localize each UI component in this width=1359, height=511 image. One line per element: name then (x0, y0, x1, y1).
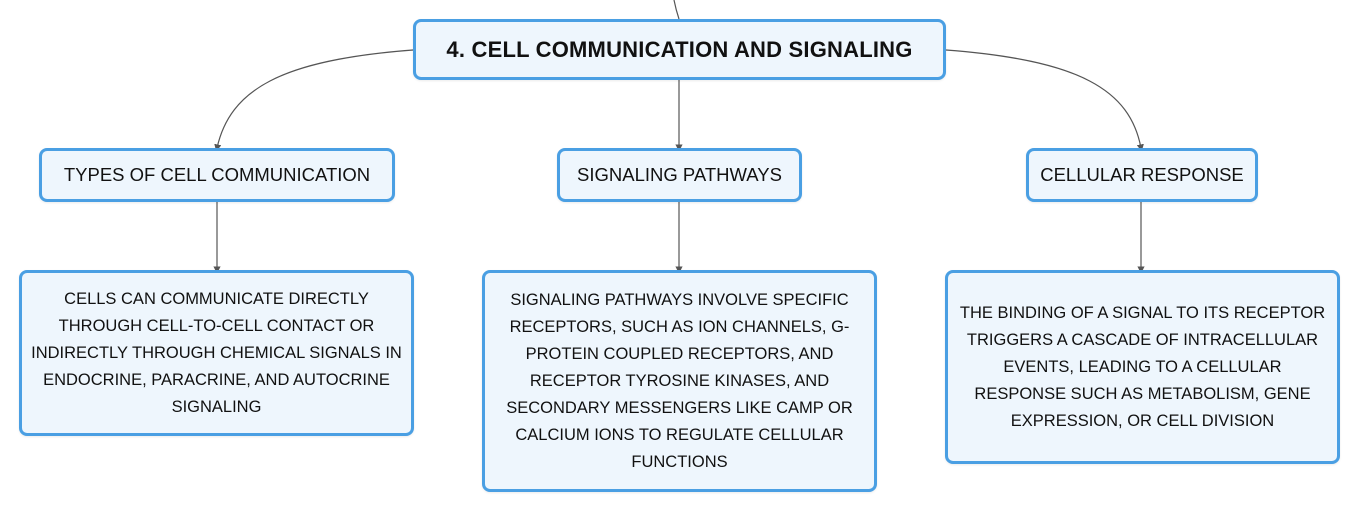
detail-signaling-pathways[interactable]: SIGNALING PATHWAYS INVOLVE SPECIFIC RECE… (482, 270, 877, 492)
root-topic-node[interactable]: 4. CELL COMMUNICATION AND SIGNALING (413, 19, 946, 80)
branch-cellular-response[interactable]: CELLULAR RESPONSE (1026, 148, 1258, 202)
connector-root-to-types (214, 49, 414, 152)
detail-text: SIGNALING PATHWAYS INVOLVE SPECIFIC RECE… (506, 290, 853, 471)
branch-label: CELLULAR RESPONSE (1040, 164, 1244, 185)
branch-signaling-pathways[interactable]: SIGNALING PATHWAYS (557, 148, 802, 202)
branch-types-of-cell-communication[interactable]: TYPES OF CELL COMMUNICATION (39, 148, 395, 202)
root-topic-label: 4. CELL COMMUNICATION AND SIGNALING (446, 36, 913, 62)
connector-root-to-response (945, 49, 1144, 152)
detail-text: CELLS CAN COMMUNICATE DIRECTLY THROUGH C… (31, 289, 402, 416)
detail-text: THE BINDING OF A SIGNAL TO ITS RECEPTOR … (959, 303, 1326, 430)
connector-from-parent (673, 0, 680, 20)
branch-label: TYPES OF CELL COMMUNICATION (63, 164, 371, 185)
branch-label: SIGNALING PATHWAYS (577, 164, 782, 185)
detail-cellular-response[interactable]: THE BINDING OF A SIGNAL TO ITS RECEPTOR … (945, 270, 1340, 464)
detail-types-of-cell-communication[interactable]: CELLS CAN COMMUNICATE DIRECTLY THROUGH C… (19, 270, 414, 436)
